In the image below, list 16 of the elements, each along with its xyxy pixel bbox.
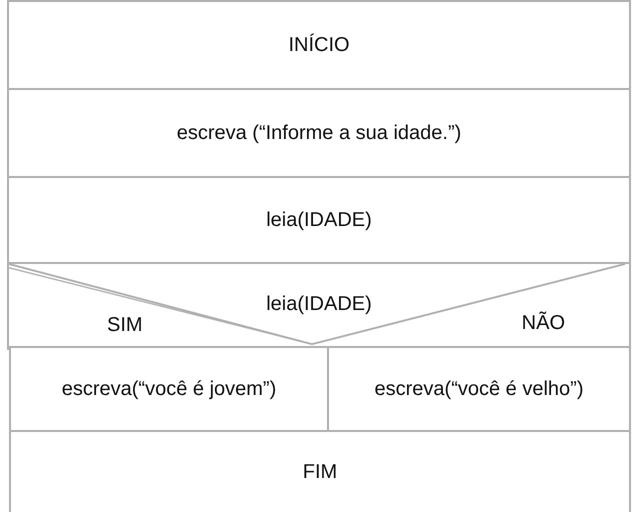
process-block — [7, 176, 631, 264]
step-text: escreva (“Informe a sua idade.”) — [176, 122, 462, 144]
step-text: escreva(“você é jovem”) — [62, 378, 276, 400]
step-text: FIM — [302, 460, 338, 484]
step-text: leia(IDADE) — [266, 208, 372, 232]
process-block — [327, 346, 631, 432]
process-block — [9, 430, 631, 512]
condition-text: leia(IDADE) — [266, 292, 372, 316]
step-text: escreva(“você é velho”) — [374, 378, 584, 400]
step-text: INÍCIO — [288, 34, 350, 56]
branch-label: SIM — [107, 314, 143, 337]
branch-label: NÃO — [522, 312, 565, 335]
process-block — [7, 88, 631, 178]
decision-block — [7, 262, 631, 350]
process-block — [9, 346, 329, 432]
process-block — [7, 0, 631, 90]
